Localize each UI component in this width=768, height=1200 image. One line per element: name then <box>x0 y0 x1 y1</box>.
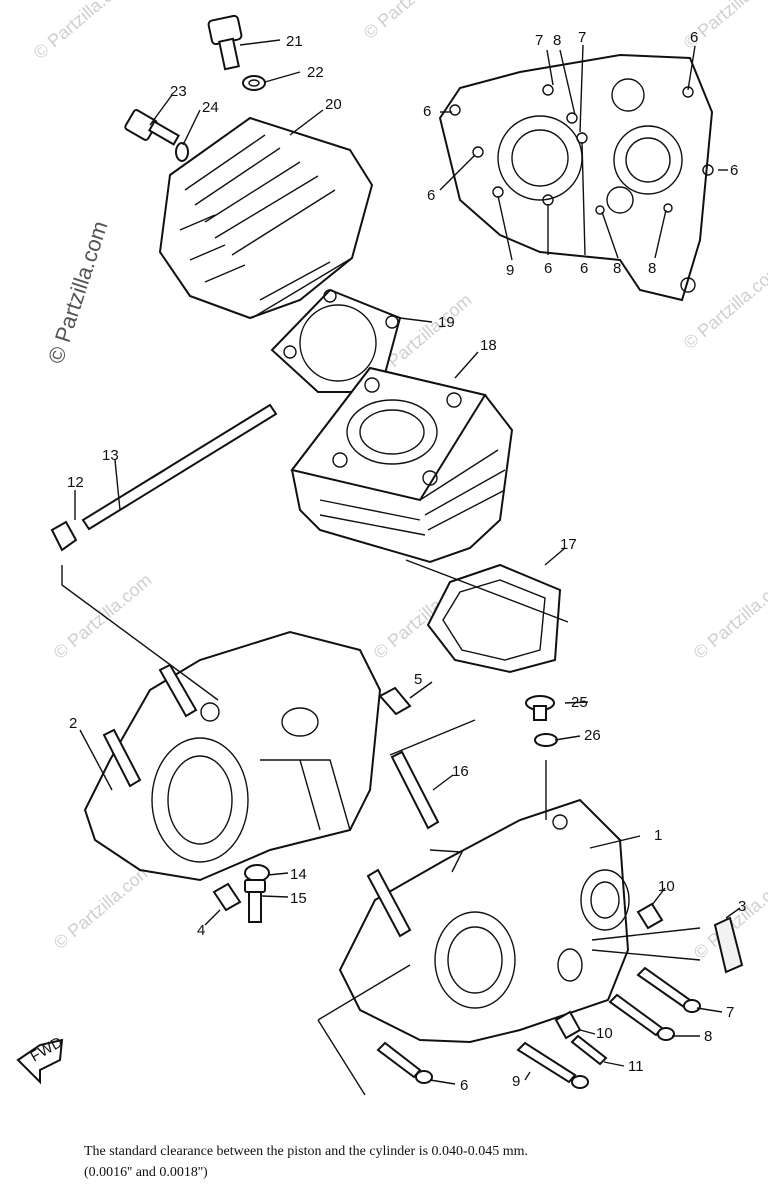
callout-label: 8 <box>704 1028 712 1045</box>
part-2-crankcase-left <box>83 630 382 882</box>
footnote-line-1: The standard clearance between the pisto… <box>84 1144 528 1159</box>
part-15-drain-plug <box>244 879 266 923</box>
callout-label: 16 <box>452 763 469 780</box>
part-2-stud <box>158 663 198 718</box>
part-1-crankcase-right <box>338 798 630 1044</box>
watermark: © Partzilla.com <box>680 260 768 353</box>
callout-label: 5 <box>414 671 422 688</box>
callout-label: 6 <box>690 29 698 46</box>
part-1-stud <box>366 868 412 938</box>
callout-label: 24 <box>202 99 219 116</box>
callout-label: 21 <box>286 33 303 50</box>
watermark-side: © Partzilla.com <box>43 218 113 367</box>
callout-label: 13 <box>102 447 119 464</box>
watermark: © Partzilla.com <box>50 860 156 953</box>
part-21-bolt <box>207 14 243 71</box>
watermark: © Partzilla.com <box>30 0 136 63</box>
part-4-dowel <box>212 882 242 912</box>
part-10-dowel <box>636 902 664 930</box>
part-20-cylinder-head <box>158 116 374 320</box>
part-11-pin <box>570 1034 608 1066</box>
callout-label: 8 <box>553 32 561 49</box>
callout-label: 25 <box>571 694 588 711</box>
callout-label: 9 <box>512 1073 520 1090</box>
part-25-plug <box>525 695 555 721</box>
part-8-bolt <box>608 993 675 1041</box>
part-23-bolt <box>124 109 180 146</box>
callout-label: 15 <box>290 890 307 907</box>
callout-label: 11 <box>628 1058 644 1075</box>
part-17-base-gasket <box>426 563 562 674</box>
callout-label: 7 <box>726 1004 734 1021</box>
part-5-dowel <box>378 686 412 716</box>
callout-label: 18 <box>480 337 497 354</box>
callout-labels: 21 22 23 24 20 19 18 12 13 17 5 2 16 25 … <box>67 29 746 1094</box>
part-3-damper <box>713 916 744 974</box>
callout-label: 19 <box>438 314 455 331</box>
watermark: © Partzilla.com <box>360 0 466 43</box>
callout-label: 6 <box>460 1077 468 1094</box>
part-26-washer <box>534 733 558 747</box>
callout-label: 17 <box>560 536 577 553</box>
part-7-bolt <box>636 966 701 1013</box>
part-crankcase-upper-right <box>438 53 714 302</box>
callout-label: 7 <box>535 32 543 49</box>
part-16-stud <box>390 750 440 830</box>
callout-label: 1 <box>654 827 662 844</box>
watermark: © Partzilla.com <box>690 570 768 663</box>
callout-label: 22 <box>307 64 324 81</box>
callout-label: 6 <box>730 162 738 179</box>
callout-label: 8 <box>648 260 656 277</box>
part-19-head-gasket <box>270 288 402 393</box>
callout-label: 4 <box>197 922 205 939</box>
callout-label: 6 <box>427 187 435 204</box>
watermark: © Partzilla.com <box>50 570 156 663</box>
callout-label: 6 <box>423 103 431 120</box>
part-2-stud <box>102 728 142 788</box>
callout-label: 9 <box>506 262 514 279</box>
callout-label: 26 <box>584 727 601 744</box>
callout-label: 14 <box>290 866 307 883</box>
callout-label: 10 <box>658 878 675 895</box>
part-24-washer <box>175 142 189 162</box>
leader-lines <box>74 39 741 1085</box>
part-14-washer <box>244 864 270 882</box>
callout-label: 7 <box>578 29 586 46</box>
callout-label: 6 <box>544 260 552 277</box>
part-6-bolt <box>376 1041 433 1084</box>
callout-label: 2 <box>69 715 77 732</box>
callout-label: 20 <box>325 96 342 113</box>
assembly-lines <box>61 559 701 1096</box>
part-12-nipple <box>50 520 78 552</box>
callout-label: 12 <box>67 474 84 491</box>
part-22-washer <box>242 75 266 91</box>
callout-label: 6 <box>580 260 588 277</box>
callout-label: 23 <box>170 83 187 100</box>
footnote-line-2: (0.0016'' and 0.0018'') <box>84 1165 208 1180</box>
part-13-tube <box>81 403 278 531</box>
clearance-footnote: The standard clearance between the pisto… <box>84 1141 724 1183</box>
fwd-arrow: FWD <box>16 1034 66 1085</box>
part-18-cylinder <box>290 366 514 564</box>
callout-label: 10 <box>596 1025 613 1042</box>
callout-label: 8 <box>613 260 621 277</box>
part-9-bolt <box>516 1041 589 1089</box>
callout-label: 3 <box>738 898 746 915</box>
